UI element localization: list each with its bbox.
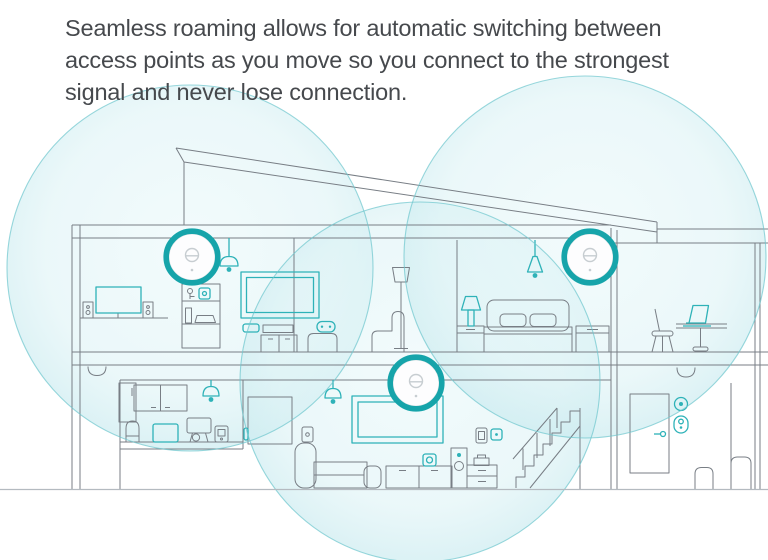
headline-line-2: access points as you move so you connect… (65, 47, 669, 73)
coverage-edge-right (403, 75, 767, 439)
armchair (371, 311, 405, 353)
thermostat-screen (478, 431, 485, 440)
balcony-desk (676, 323, 727, 352)
pendant-lamp-living-icon (324, 380, 342, 404)
headline-line-3: signal and never lose connection. (65, 79, 408, 105)
access-point-upstairs-right-icon (564, 231, 616, 283)
wall-tv-upstairs-icon (240, 271, 320, 319)
desktop-monitor-icon (95, 286, 142, 314)
balcony-chair (651, 308, 674, 353)
access-point-downstairs-icon (390, 357, 442, 409)
media-console-icon (242, 323, 260, 333)
entry-ceiling-light (676, 367, 696, 378)
tv-lowboard (385, 465, 453, 489)
ip-camera-icon (198, 287, 211, 300)
thermostat-plate (475, 427, 488, 444)
kitchen-cabinets (118, 382, 188, 442)
umbrella-stand (730, 456, 752, 489)
kitchen-appliance (214, 425, 229, 443)
balcony-roof (611, 228, 768, 244)
pendant-lamp-kitchen-icon (202, 380, 220, 402)
coverage-edge-center (239, 201, 601, 560)
left-exterior-wall (71, 225, 81, 489)
wall-outlet (301, 426, 314, 443)
front-door (629, 393, 670, 474)
staircase (512, 407, 581, 489)
smart-devices (95, 238, 711, 467)
smart-speaker-icon (422, 453, 437, 467)
bedside-lamp-icon (460, 295, 482, 327)
coverage-edge-left (6, 84, 374, 452)
laptop-icon (683, 304, 711, 327)
game-controller-icon (316, 320, 336, 333)
upper-ceiling (72, 224, 611, 239)
roof (175, 147, 658, 243)
right-exterior-post (754, 243, 761, 489)
sofa (294, 442, 382, 489)
coat-stand (694, 467, 714, 489)
countertop-appliance-icon (152, 423, 179, 443)
wifi-coverage-edges (6, 75, 767, 560)
tv-room-furniture (260, 324, 338, 353)
access-point-upstairs-left-icon (166, 231, 218, 283)
door-handle-icon (654, 430, 667, 438)
headline-line-1: Seamless roaming allows for automatic sw… (65, 15, 662, 41)
smart-switch-living (490, 428, 503, 441)
pendant-lamp-media-icon (219, 238, 239, 272)
media-shelf (80, 301, 168, 319)
drawer-unit (466, 464, 498, 489)
tower-speaker-tweeter (457, 453, 461, 457)
porch-ceiling-light (87, 366, 107, 376)
smart-lock-icon (673, 415, 689, 434)
kitchen-computer (186, 417, 212, 443)
headline: Seamless roaming allows for automatic sw… (65, 12, 725, 108)
wall-outlet-dot (305, 432, 310, 437)
furniture (80, 267, 752, 489)
pendant-lamp-bedroom-icon (526, 240, 544, 278)
